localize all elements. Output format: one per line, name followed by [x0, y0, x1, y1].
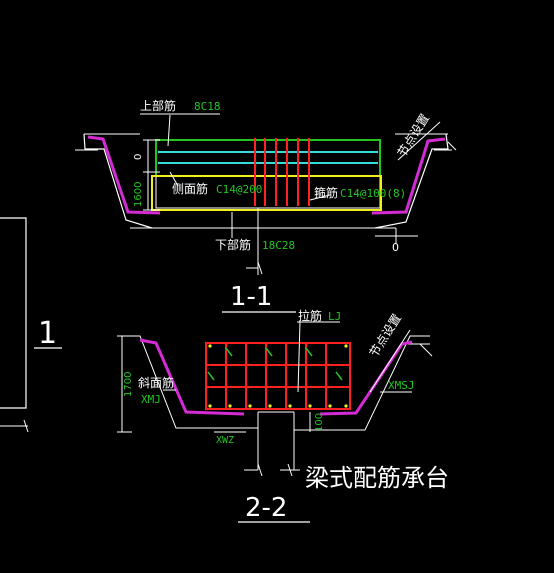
s1-dim-bottom: 0 [392, 241, 399, 254]
s2-title: 2-2 [245, 493, 287, 523]
s1-title: 1-1 [230, 282, 272, 312]
s1-bottom-bar-label: 下部筋 [215, 237, 251, 252]
s2-slope-label: 斜面筋 [138, 375, 174, 390]
s2-right-slope-value: XMSJ [388, 379, 415, 392]
section-1-1: 上部筋 8C18 0 1600 侧面筋 C14@200 箍筋 C14@100(8… [75, 98, 457, 313]
s1-dim-side: 1600 [133, 182, 144, 207]
s2-bottom-label: XWZ [216, 435, 234, 446]
s1-dim-top: 0 [133, 154, 144, 160]
drawing-caption: 梁式配筋承台 [305, 464, 449, 492]
s2-dim-bottom: 100 [314, 413, 325, 432]
s1-bottom-bar-value: 18C28 [262, 239, 295, 252]
s1-side-bar-value: C14@200 [216, 183, 262, 196]
s1-top-bar-label: 上部筋 [140, 98, 176, 113]
s2-dim-height: 1700 [123, 372, 134, 397]
s1-stirrup-label: 箍筋 [314, 185, 338, 200]
s1-stirrup-value: C14@100(8) [340, 187, 406, 200]
s2-tie-label: 拉筋 [298, 308, 322, 323]
s1-top-bar-value: 8C18 [194, 100, 221, 113]
s1-side-bar-label: 侧面筋 [172, 181, 208, 196]
left-partial-view: 1 [0, 217, 62, 433]
s1-slope-note: 节点设置 [395, 111, 432, 159]
s2-tie-value: LJ [328, 310, 341, 323]
left-view-number: 1 [38, 316, 57, 351]
s2-slope-note: 节点设置 [367, 311, 404, 359]
s2-slope-value: XMJ [141, 393, 161, 406]
